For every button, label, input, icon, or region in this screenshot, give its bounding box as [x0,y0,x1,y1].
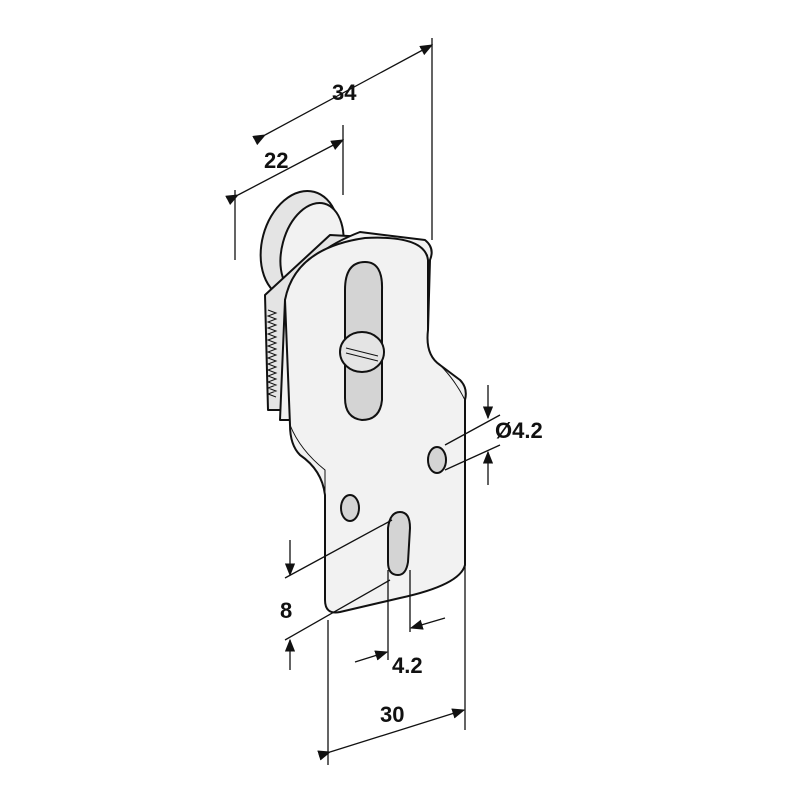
dimension-hole-diameter: Ø4.2 [444,385,543,485]
dimension-label: 22 [264,148,288,173]
dimension-22: 22 [225,139,345,260]
bracket-body [284,236,467,614]
dimension-label: 4.2 [392,653,423,678]
dimension-30: 30 [317,565,466,765]
dimension-label: 34 [332,80,357,105]
dimension-label: Ø4.2 [495,418,543,443]
dimension-slot-width: 4.2 [354,570,446,678]
mounting-hole [340,494,360,522]
slot-hole [387,510,412,577]
dimension-label: 30 [380,702,404,727]
mounting-hole [427,446,447,474]
dimension-label: 8 [280,598,292,623]
dimension-8: 8 [280,519,393,670]
